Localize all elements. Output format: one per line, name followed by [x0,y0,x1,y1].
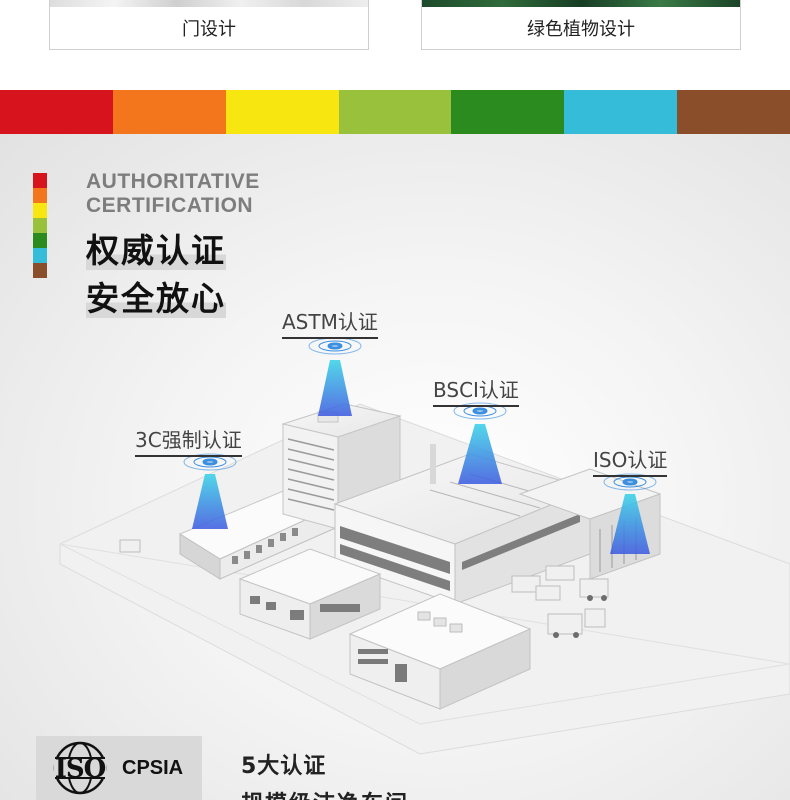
plant-design-caption: 绿色植物设计 [527,19,635,40]
plant-design-card[interactable]: 绿色植物设计 [421,0,741,50]
english-heading-line1: AUTHORITATIVE [86,170,260,193]
door-design-caption: 门设计 [182,19,236,40]
bottom-title: 5大认证 [241,754,327,779]
stripe-segment [338,90,452,134]
iso-label: ISO认证 [593,444,668,477]
color-swatch [33,263,47,278]
iso-signal-beam [610,494,650,554]
color-swatch [33,248,47,263]
iso-cpsia-logo: ISO CPSIA [36,736,202,800]
chinese-heading-line2-text: 安全放心 [86,279,226,318]
stripe-segment [564,90,678,134]
color-swatch [33,218,47,233]
bsci-label: BSCI认证 [433,374,519,407]
bottom-subtitle: 规模级洁净车间 [241,786,409,800]
chinese-heading-line2: 安全放心 [86,272,226,320]
iso-ripple [603,473,657,491]
color-swatch-column [33,173,47,278]
bsci-signal-beam [458,424,502,484]
3c-label: 3C强制认证 [135,424,242,457]
3c-ripple [183,453,237,471]
color-swatch [33,188,47,203]
door-design-card[interactable]: 门设计 [49,0,369,50]
color-stripe [0,90,790,134]
logo-iso-text: ISO [54,754,107,784]
stripe-segment [677,90,790,134]
astm-label: ASTM认证 [282,306,378,339]
color-swatch [33,173,47,188]
factory-illustration [59,337,790,755]
stripe-segment [112,90,226,134]
door-design-thumbnail [50,0,368,7]
stripe-segment [0,90,113,134]
chinese-heading-line1-text: 权威认证 [86,231,226,270]
english-heading-line2: CERTIFICATION [86,194,254,217]
color-swatch [33,203,47,218]
top-section: 门设计 绿色植物设计 [0,0,790,90]
chinese-heading-line1: 权威认证 [86,224,226,272]
stripe-segment [225,90,339,134]
globe-icon: ISO [52,740,108,796]
certification-section: AUTHORITATIVE CERTIFICATION 权威认证 安全放心 [0,134,790,800]
logo-cpsia-text: CPSIA [122,756,184,779]
stripe-segment [451,90,565,134]
plant-design-thumbnail [422,0,740,7]
3c-signal-beam [192,474,228,529]
english-heading: AUTHORITATIVE CERTIFICATION [86,170,260,218]
astm-ripple [308,337,362,355]
color-swatch [33,233,47,248]
astm-signal-beam [318,360,352,416]
